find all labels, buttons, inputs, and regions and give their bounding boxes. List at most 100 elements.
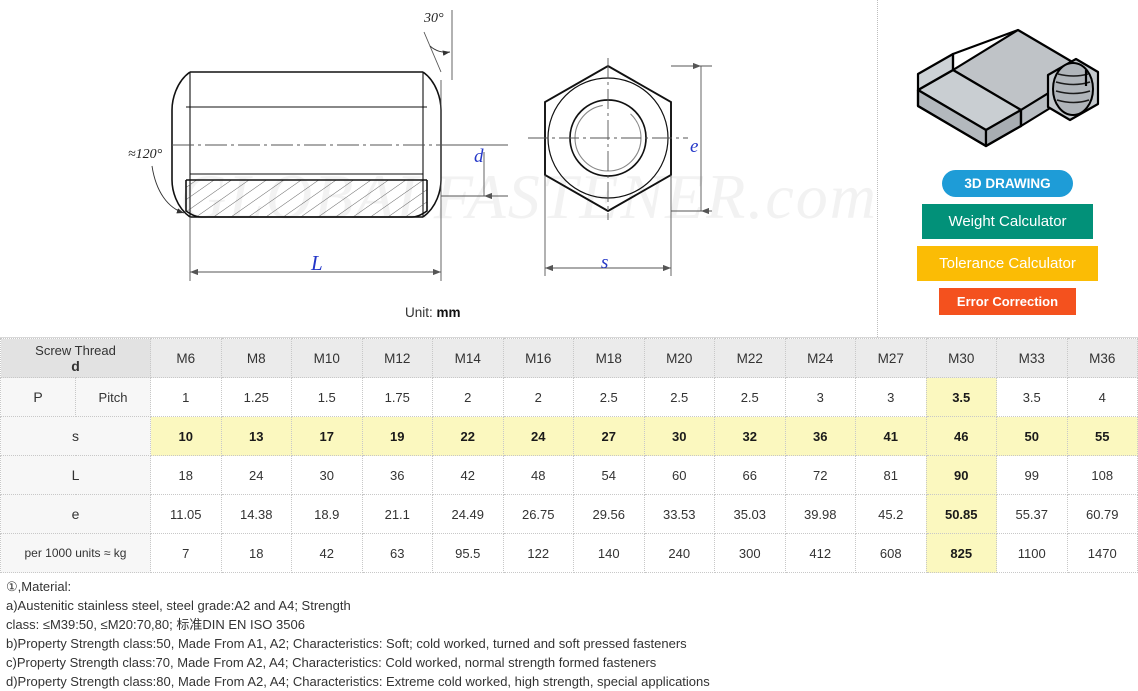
technical-drawing: 30° ≈120° d L [128,10,712,281]
cell-m27: 81 [855,455,927,495]
weight-calculator-button[interactable]: Weight Calculator [922,204,1093,239]
cell-m20: 240 [643,533,715,573]
material-note-line: a)Austenitic stainless steel, steel grad… [6,598,351,613]
cell-m22: 35.03 [714,494,786,534]
cell-m12: 1.75 [361,377,433,417]
row-label-s: s [0,416,151,456]
row-label-l: L [0,455,151,495]
cell-m27: 45.2 [855,494,927,534]
dimension-e-label: e [690,136,698,157]
cell-m20: 2.5 [643,377,715,417]
top-section: GLOBALFASTENER.com [0,0,1138,338]
side-panel: 3D DRAWING Weight Calculator Tolerance C… [878,0,1137,337]
cell-m36: 60.79 [1066,494,1138,534]
cell-m16: 24 [502,416,574,456]
cell-m33: 99 [996,455,1068,495]
cell-m10: 1.5 [291,377,363,417]
dimension-d-label: d [474,146,484,167]
column-header-m12[interactable]: M12 [361,338,433,378]
cell-m8: 14.38 [220,494,292,534]
cell-m12: 19 [361,416,433,456]
cell-m6: 7 [150,533,222,573]
cell-m36: 1470 [1066,533,1138,573]
unit-prefix: Unit: [405,305,433,320]
cell-m6: 1 [150,377,222,417]
header-screw-thread-line1: Screw Thread [35,342,116,358]
cell-m6: 11.05 [150,494,222,534]
cell-m33: 1100 [996,533,1068,573]
column-header-m16[interactable]: M16 [502,338,574,378]
cell-m36: 55 [1066,416,1138,456]
tolerance-calculator-button[interactable]: Tolerance Calculator [917,246,1098,281]
cell-m18: 29.56 [573,494,645,534]
product-3d-image [916,28,1100,148]
cell-m16: 48 [502,455,574,495]
cell-m10: 18.9 [291,494,363,534]
row-label-per-1000-units-kg: per 1000 units ≈ kg [0,533,151,573]
cell-m22: 300 [714,533,786,573]
dimension-s-label: s [601,252,608,273]
technical-drawing-pane: GLOBALFASTENER.com [0,0,878,337]
column-header-m14[interactable]: M14 [432,338,504,378]
cell-m8: 24 [220,455,292,495]
cell-m18: 140 [573,533,645,573]
row-label-pitch: Pitch [75,377,151,417]
angle-30-label: 30° [423,11,444,26]
unit-label: Unit: mm [405,305,461,320]
cell-m12: 21.1 [361,494,433,534]
cell-m14: 2 [432,377,504,417]
cell-m8: 18 [220,533,292,573]
cell-m22: 2.5 [714,377,786,417]
dimension-L-label: L [310,251,323,275]
column-header-m22[interactable]: M22 [714,338,786,378]
header-screw-thread-line2: d [71,357,80,374]
cell-m20: 33.53 [643,494,715,534]
cell-m14: 24.49 [432,494,504,534]
cell-m22: 32 [714,416,786,456]
error-correction-button[interactable]: Error Correction [938,288,1077,315]
column-header-m36[interactable]: M36 [1066,338,1138,378]
cell-m33: 55.37 [996,494,1068,534]
angle-120-label: ≈120° [128,147,163,162]
cell-m6: 18 [150,455,222,495]
row-label-e: e [0,494,151,534]
cell-m10: 30 [291,455,363,495]
3d-drawing-button[interactable]: 3D DRAWING [942,170,1073,197]
cell-m36: 4 [1066,377,1138,417]
cell-m12: 36 [361,455,433,495]
cell-m18: 27 [573,416,645,456]
column-header-m27[interactable]: M27 [855,338,927,378]
cell-m24: 36 [784,416,856,456]
cell-m30: 90 [925,455,997,495]
column-header-m30[interactable]: M30 [925,338,997,378]
column-header-m33[interactable]: M33 [996,338,1068,378]
cell-m16: 122 [502,533,574,573]
action-button-stack: 3D DRAWING Weight Calculator Tolerance C… [878,170,1137,315]
cell-m14: 22 [432,416,504,456]
column-header-m8[interactable]: M8 [220,338,292,378]
cell-m16: 26.75 [502,494,574,534]
cell-m30: 50.85 [925,494,997,534]
column-header-m18[interactable]: M18 [573,338,645,378]
cell-m36: 108 [1066,455,1138,495]
column-header-m6[interactable]: M6 [150,338,222,378]
cell-m22: 66 [714,455,786,495]
column-header-m24[interactable]: M24 [784,338,856,378]
cell-m10: 17 [291,416,363,456]
material-note-line: class: ≤M39:50, ≤M20:70,80; 标准DIN EN ISO… [6,617,305,632]
column-header-m10[interactable]: M10 [291,338,363,378]
column-header-m20[interactable]: M20 [643,338,715,378]
cell-m27: 41 [855,416,927,456]
cell-m6: 10 [150,416,222,456]
cell-m33: 50 [996,416,1068,456]
material-note-line: c)Property Strength class:70, Made From … [6,655,657,670]
cell-m18: 2.5 [573,377,645,417]
